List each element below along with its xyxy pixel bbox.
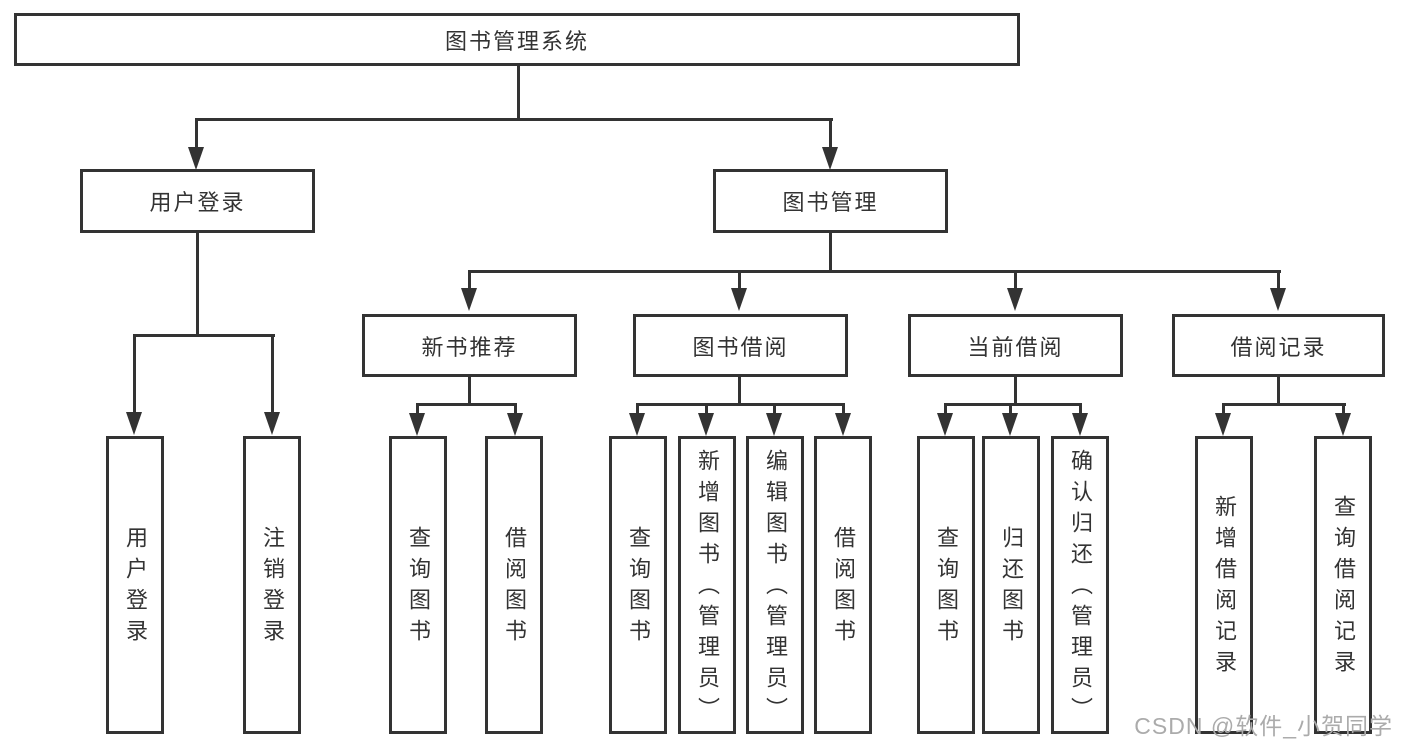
- connector-book-borrow-split: [636, 403, 845, 406]
- arrow-down-to-borrow-records: [1270, 288, 1286, 311]
- connector-current-borrow-stem: [1014, 377, 1017, 406]
- connector-to-user-login-stem: [195, 118, 198, 149]
- connector-new-books-stem: [468, 377, 471, 406]
- connector-user-login-split: [133, 334, 275, 337]
- connector-to-current-borrow-stem: [1014, 270, 1017, 288]
- arrow-down-bb-leaf4: [835, 413, 851, 436]
- leaf-user-login: 用户登录: [106, 436, 164, 734]
- connector-root-split: [195, 118, 833, 121]
- connector-bb-leaf3-stem: [773, 403, 776, 413]
- connector-book-mgmt-stem: [829, 233, 832, 273]
- arrow-down-nb-leaf2: [507, 413, 523, 436]
- arrow-down-bb-leaf1: [629, 413, 645, 436]
- connector-cb-leaf1-stem: [944, 403, 947, 413]
- node-root-system: 图书管理系统: [14, 13, 1020, 66]
- leaf-cb-confirm-return-admin: 确认归还（管理员）: [1051, 436, 1109, 734]
- arrow-down-cb-leaf1: [937, 413, 953, 436]
- arrow-down-bb-leaf3: [766, 413, 782, 436]
- leaf-bb-borrow-books: 借阅图书: [814, 436, 872, 734]
- node-book-borrowing: 图书借阅: [633, 314, 848, 377]
- connector-book-borrow-stem: [738, 377, 741, 406]
- node-borrowing-records: 借阅记录: [1172, 314, 1385, 377]
- arrow-down-leaf-logout: [264, 412, 280, 435]
- arrow-down-to-book-borrow: [731, 288, 747, 311]
- node-book-management: 图书管理: [713, 169, 948, 233]
- connector-leaf-login-stem: [133, 334, 136, 412]
- connector-br-leaf1-stem: [1222, 403, 1225, 413]
- arrow-down-to-book-mgmt: [822, 147, 838, 170]
- arrow-down-cb-leaf3: [1072, 413, 1088, 436]
- arrow-down-bb-leaf2: [698, 413, 714, 436]
- connector-nb-leaf2-stem: [514, 403, 517, 413]
- connector-new-books-split: [416, 403, 517, 406]
- node-current-borrowing: 当前借阅: [908, 314, 1123, 377]
- leaf-cb-query-books: 查询图书: [917, 436, 975, 734]
- arrow-down-to-current-borrow: [1007, 288, 1023, 311]
- leaf-logout: 注销登录: [243, 436, 301, 734]
- leaf-bb-edit-books-admin: 编辑图书（管理员）: [746, 436, 804, 734]
- arrow-down-cb-leaf2: [1002, 413, 1018, 436]
- connector-bb-leaf2-stem: [705, 403, 708, 413]
- connector-bb-leaf1-stem: [636, 403, 639, 413]
- leaf-br-query-borrow-record: 查询借阅记录: [1314, 436, 1372, 734]
- connector-cb-leaf2-stem: [1009, 403, 1012, 413]
- arrow-down-br-leaf2: [1335, 413, 1351, 436]
- connector-nb-leaf1-stem: [416, 403, 419, 413]
- connector-to-borrow-records-stem: [1277, 270, 1280, 288]
- leaf-cb-return-books: 归还图书: [982, 436, 1040, 734]
- arrow-down-br-leaf1: [1215, 413, 1231, 436]
- leaf-br-add-borrow-record: 新增借阅记录: [1195, 436, 1253, 734]
- connector-cb-leaf3-stem: [1079, 403, 1082, 413]
- connector-to-new-books-stem: [468, 270, 471, 288]
- arrow-down-nb-leaf1: [409, 413, 425, 436]
- leaf-bb-add-books-admin: 新增图书（管理员）: [678, 436, 736, 734]
- connector-leaf-logout-stem: [271, 334, 274, 412]
- node-user-login: 用户登录: [80, 169, 315, 233]
- arrow-down-leaf-login: [126, 412, 142, 435]
- csdn-watermark: CSDN @软件_小贺同学: [1134, 713, 1393, 739]
- node-new-book-recommend: 新书推荐: [362, 314, 577, 377]
- connector-borrow-records-stem: [1277, 377, 1280, 406]
- connector-user-login-stem: [196, 233, 199, 337]
- connector-current-borrow-split: [944, 403, 1082, 406]
- connector-borrow-records-split: [1222, 403, 1346, 406]
- connector-bb-leaf4-stem: [842, 403, 845, 413]
- arrow-down-to-new-books: [461, 288, 477, 311]
- connector-br-leaf2-stem: [1342, 403, 1345, 413]
- connector-to-book-mgmt-stem: [829, 118, 832, 149]
- connector-root-stem: [517, 65, 520, 118]
- connector-book-mgmt-split: [468, 270, 1281, 273]
- arrow-down-to-user-login: [188, 147, 204, 170]
- connector-to-book-borrow-stem: [738, 270, 741, 288]
- leaf-bb-query-books: 查询图书: [609, 436, 667, 734]
- leaf-nb-query-books: 查询图书: [389, 436, 447, 734]
- leaf-nb-borrow-books: 借阅图书: [485, 436, 543, 734]
